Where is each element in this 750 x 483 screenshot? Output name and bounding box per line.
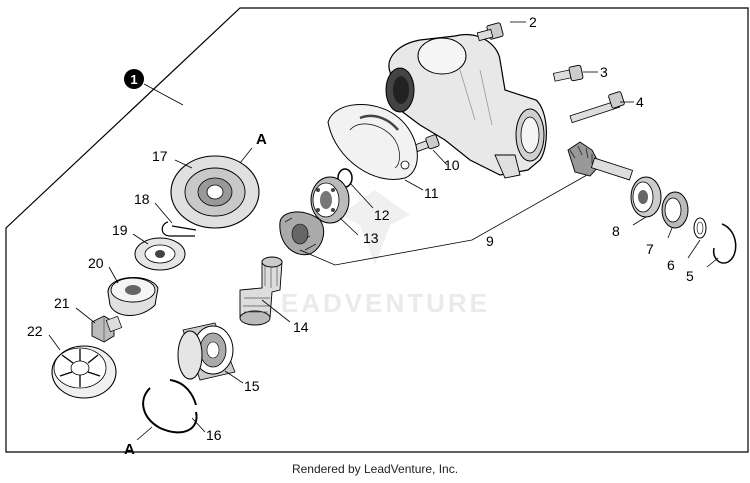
callout-21[interactable]: 21 [54, 295, 70, 311]
ball-bearing-15[interactable] [177, 322, 236, 381]
callout-22[interactable]: 22 [27, 323, 43, 339]
cup-washer-20[interactable] [107, 276, 159, 316]
callout-18[interactable]: 18 [134, 191, 150, 207]
ball-bearing-13[interactable] [310, 176, 350, 224]
snap-ring-5[interactable] [712, 223, 737, 264]
callout-5[interactable]: 5 [686, 268, 694, 284]
cover-22[interactable] [51, 345, 117, 399]
assembly-leader [143, 83, 184, 106]
callout-6[interactable]: 6 [667, 257, 675, 273]
watermark: LEADVENTURE [262, 190, 490, 318]
bevel-gear[interactable] [279, 211, 325, 256]
callout-3[interactable]: 3 [600, 64, 608, 80]
reference-letter-top: A [256, 131, 267, 148]
pinion-gear-9[interactable] [567, 141, 634, 181]
callout-11[interactable]: 11 [424, 185, 439, 201]
callout-9[interactable]: 9 [486, 233, 494, 249]
snap-ring-16[interactable] [142, 379, 198, 434]
callout-19[interactable]: 19 [112, 222, 128, 238]
pin-18[interactable] [161, 221, 197, 237]
callout-7[interactable]: 7 [646, 241, 654, 257]
holder-17[interactable] [170, 155, 260, 229]
washer-19[interactable] [134, 237, 186, 271]
callout-15[interactable]: 15 [244, 378, 260, 394]
bolt-4[interactable] [569, 91, 625, 124]
callout-17[interactable]: 17 [152, 148, 168, 164]
callout-13[interactable]: 13 [363, 230, 379, 246]
callout-8[interactable]: 8 [612, 223, 620, 239]
leader-lines [48, 21, 719, 441]
callout-16[interactable]: 16 [206, 427, 222, 443]
callout-20[interactable]: 20 [88, 255, 104, 271]
guard-plate-11[interactable] [327, 104, 418, 180]
callout-2[interactable]: 2 [529, 14, 537, 30]
washer-6[interactable] [693, 217, 707, 239]
assembly-frame [5, 7, 749, 453]
render-credit: Rendered by LeadVenture, Inc. [291, 462, 459, 476]
callout-14[interactable]: 14 [293, 319, 309, 335]
reference-letter-bottom: A [124, 441, 135, 458]
callout-10[interactable]: 10 [444, 157, 460, 173]
callout-12[interactable]: 12 [374, 207, 390, 223]
ball-bearing-7[interactable] [661, 191, 689, 229]
splined-shaft-14[interactable] [239, 256, 283, 326]
gear-case-housing[interactable] [385, 34, 547, 179]
assembly-callout[interactable]: 1 [124, 69, 144, 89]
svg-text:LEADVENTURE: LEADVENTURE [262, 288, 490, 318]
ball-bearing-8[interactable] [630, 176, 662, 218]
callout-4[interactable]: 4 [636, 94, 644, 110]
bolt-3[interactable] [552, 64, 584, 82]
svg-text:1: 1 [130, 72, 137, 87]
bolt-2[interactable] [476, 22, 504, 42]
nut-21[interactable] [91, 315, 123, 343]
